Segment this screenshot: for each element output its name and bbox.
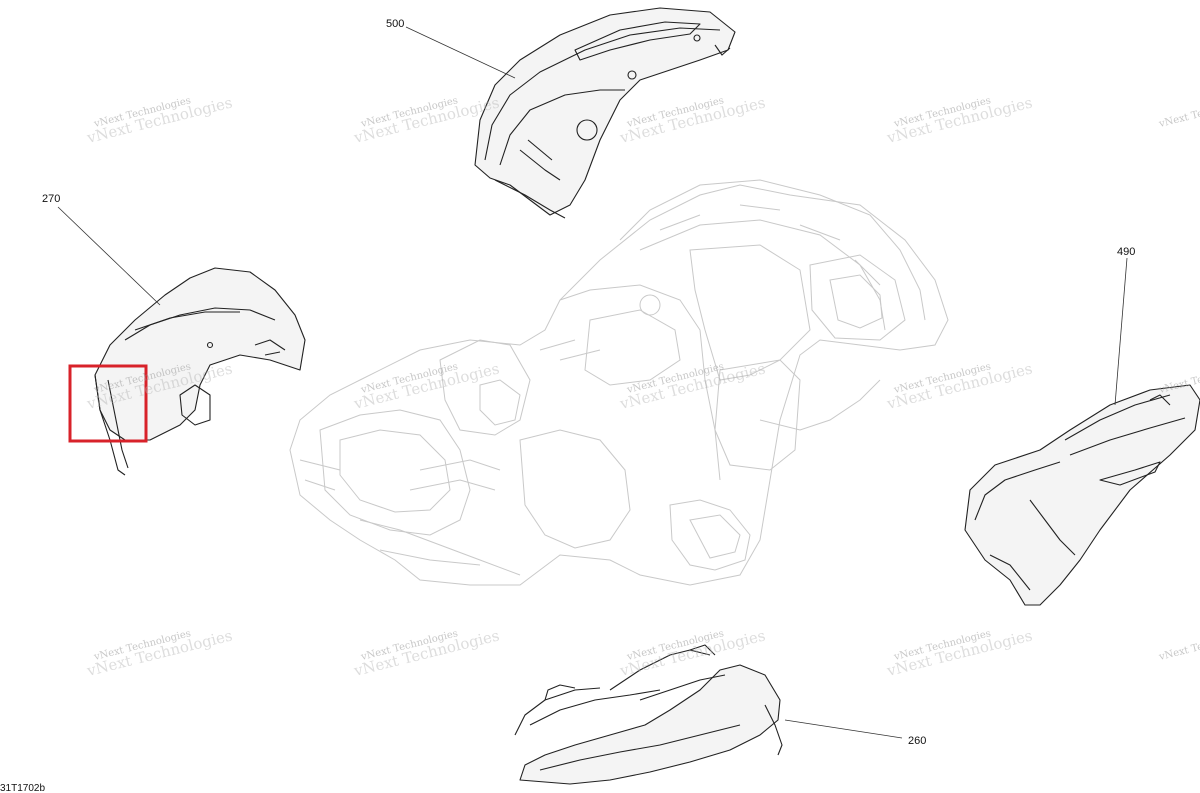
- part-490-side-panel: [964, 384, 1200, 606]
- part-270-front-fender: [68, 267, 306, 476]
- leader-270: [57, 206, 161, 306]
- leader-500: [405, 26, 516, 79]
- leader-490: [1114, 257, 1128, 406]
- part-260-front-fender-lower: [514, 644, 783, 785]
- diagram-code: 31T1702b: [0, 783, 45, 793]
- watermark-text: vNext Technologies: [1157, 95, 1200, 130]
- callout-500[interactable]: 500: [386, 18, 404, 30]
- highlight-box: [68, 364, 148, 443]
- part-500-rear-fender: [474, 7, 736, 219]
- callout-490[interactable]: 490: [1117, 246, 1135, 258]
- callout-260[interactable]: 260: [908, 735, 926, 747]
- vehicle-frame: [289, 179, 949, 586]
- watermark-text: vNext Technologies: [1157, 628, 1200, 663]
- callout-270[interactable]: 270: [42, 193, 60, 205]
- leader-260: [784, 719, 903, 739]
